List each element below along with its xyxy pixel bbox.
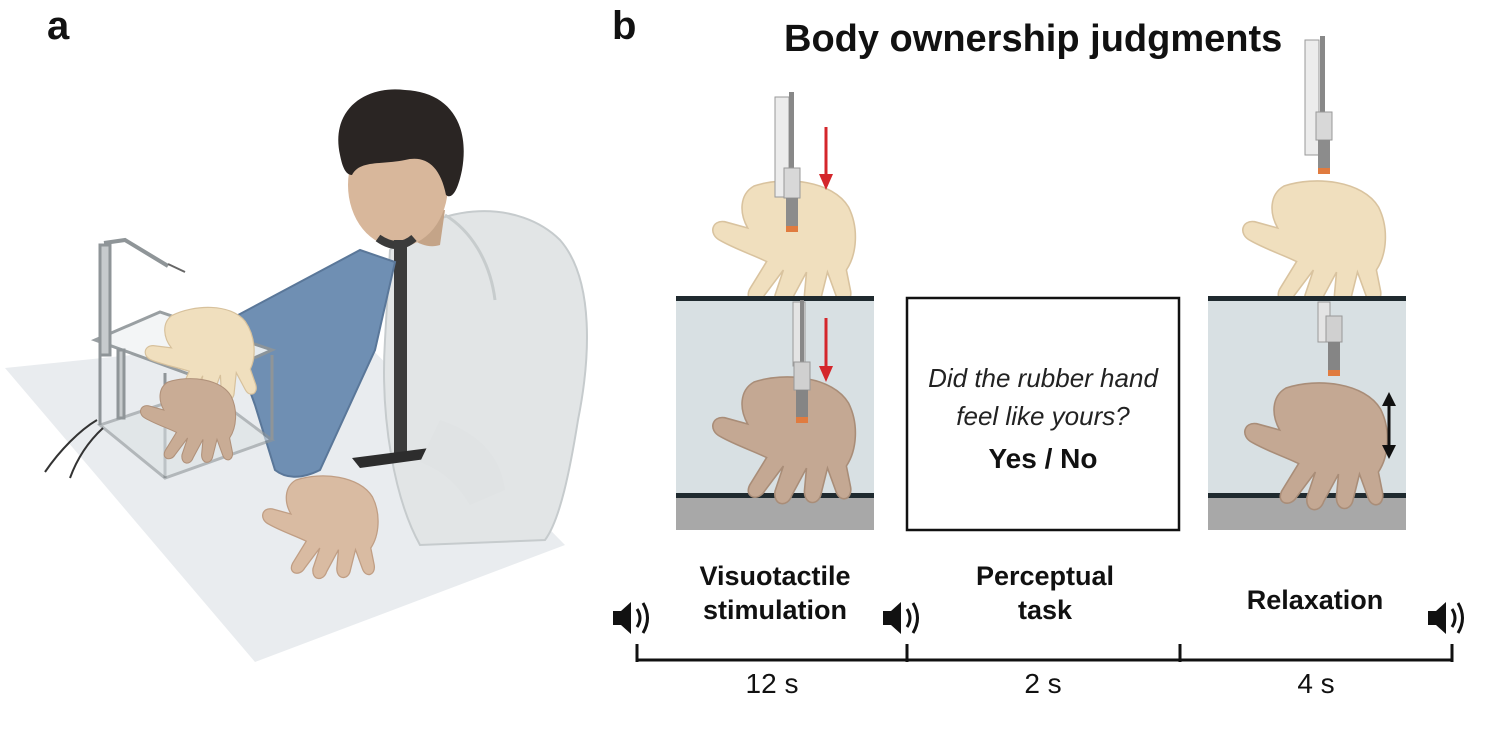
duration-stimulation: 12 s xyxy=(745,668,799,699)
rubber-hand-stim xyxy=(712,180,857,309)
phase-label-line: Relaxation xyxy=(1246,585,1384,615)
phase-label-stimulation: Visuotactile stimulation xyxy=(660,560,890,628)
question-block: Did the rubber hand feel like yours? Yes… xyxy=(907,360,1179,475)
panel-a-illustration xyxy=(5,89,588,662)
question-line-2: feel like yours? xyxy=(956,400,1130,431)
phase-label-line: task xyxy=(1017,594,1073,625)
duration-perceptual: 2 s xyxy=(1024,668,1062,699)
perceptual-task-box xyxy=(905,296,1181,532)
red-down-arrow-icon xyxy=(819,366,833,382)
participant-hair xyxy=(338,89,464,197)
double-arrow-icon xyxy=(1382,392,1396,459)
timeline xyxy=(635,644,1454,662)
blue-drape xyxy=(223,248,397,478)
answer-options: Yes / No xyxy=(988,443,1098,475)
speaker-icon xyxy=(611,600,649,636)
speaker-icon xyxy=(1426,600,1464,636)
phase-label-perceptual: Perceptual task xyxy=(930,560,1160,628)
phase-label-relaxation: Relaxation xyxy=(1200,584,1430,618)
chin-rest-pole xyxy=(394,240,407,458)
panel-label-b: b xyxy=(612,4,637,48)
relaxation-scene xyxy=(1208,36,1406,530)
phase-label-line: Visuotactile xyxy=(699,561,851,591)
stimulation-scene xyxy=(676,92,874,530)
panel-label-a: a xyxy=(47,4,70,48)
figure-title: Body ownership judgments xyxy=(784,18,1283,60)
phase-label-line: stimulation xyxy=(702,594,847,625)
phase-label-line: Perceptual xyxy=(975,561,1115,591)
duration-relaxation: 4 s xyxy=(1297,668,1335,699)
red-down-arrow-icon xyxy=(819,174,833,190)
question-line-1: Did the rubber hand xyxy=(928,363,1158,393)
rubber-hand-relax xyxy=(1242,180,1387,309)
